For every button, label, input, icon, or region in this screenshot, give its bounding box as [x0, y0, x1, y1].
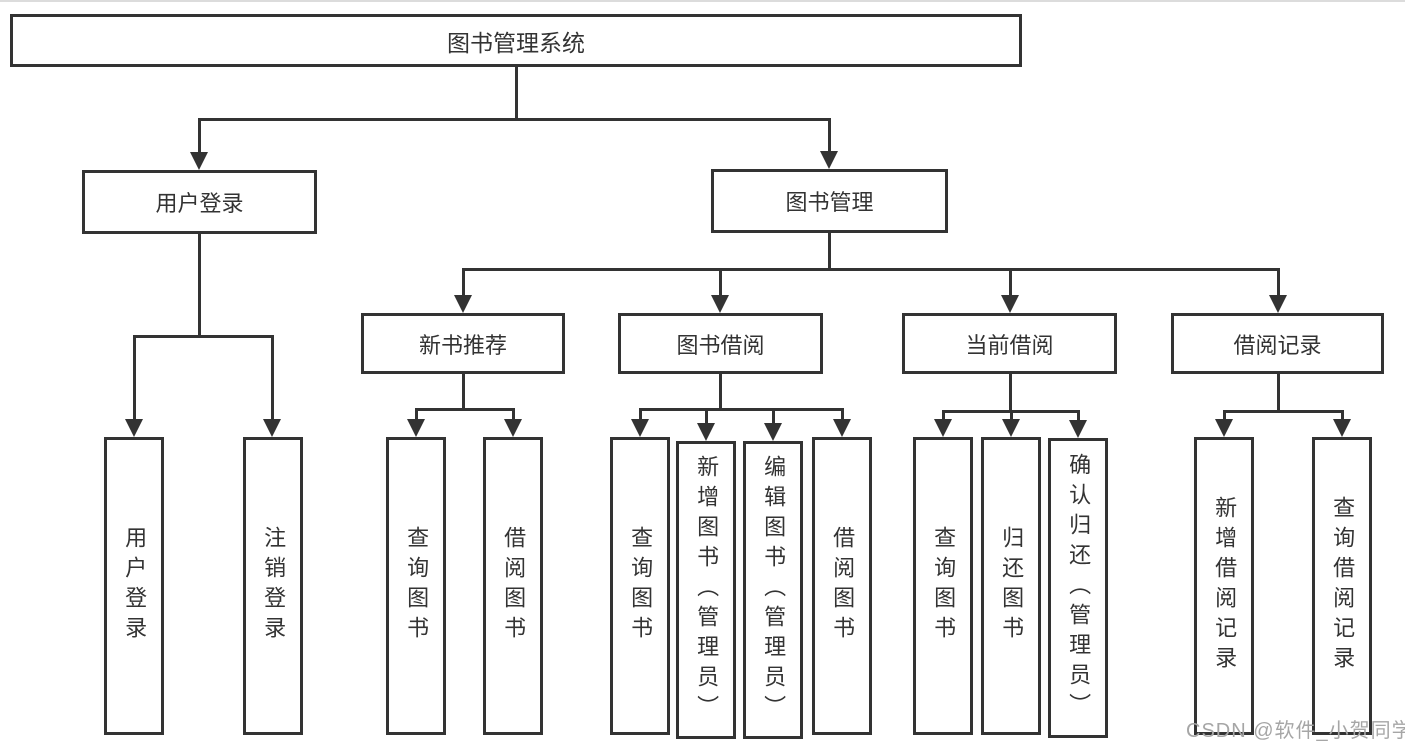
node-label: 归还图书: [999, 526, 1025, 646]
leaf-return-books: 归还图书: [981, 437, 1041, 735]
node-new-book-recommendation: 新书推荐: [361, 313, 565, 374]
connector-line: [1076, 411, 1080, 421]
connector-line: [704, 409, 708, 424]
arrow-down-icon: [631, 419, 649, 437]
connector-line: [718, 269, 722, 296]
connector-line: [461, 269, 465, 296]
connector-line: [511, 409, 515, 420]
leaf-query-books-borrowing: 查询图书: [610, 437, 670, 735]
arrow-down-icon: [934, 419, 952, 437]
node-label: 图书管理系统: [447, 29, 585, 56]
leaf-query-books-current: 查询图书: [913, 437, 973, 735]
arrow-down-icon: [125, 419, 143, 437]
connector-line: [827, 118, 831, 153]
connector-line: [414, 408, 515, 411]
connector-line: [638, 409, 642, 420]
arrow-down-icon: [1001, 295, 1019, 313]
node-user-login: 用户登录: [82, 170, 317, 234]
connector-line: [1340, 411, 1344, 420]
connector-line: [414, 409, 418, 420]
node-label: 用户登录: [155, 191, 244, 216]
node-label: 图书借阅: [676, 332, 765, 358]
connector-line: [1008, 269, 1012, 296]
leaf-add-borrow-record: 新增借阅记录: [1194, 437, 1254, 735]
connector-line: [1276, 374, 1280, 412]
node-label: 确认归还（管理员）: [1066, 453, 1092, 723]
image-top-edge-line: [0, 0, 1405, 2]
node-library-management-system: 图书管理系统: [10, 14, 1022, 67]
arrow-down-icon: [820, 151, 838, 169]
leaf-borrow-books-recommend: 借阅图书: [483, 437, 543, 735]
node-book-management: 图书管理: [711, 169, 948, 233]
connector-line: [638, 408, 844, 411]
connector-line: [270, 335, 274, 420]
node-borrowing-records: 借阅记录: [1171, 313, 1384, 374]
connector-line: [132, 335, 274, 338]
leaf-borrow-books-borrowing: 借阅图书: [812, 437, 872, 735]
connector-line: [1009, 411, 1013, 420]
node-label: 新增借阅记录: [1212, 496, 1238, 676]
arrow-down-icon: [504, 419, 522, 437]
node-label: 新书推荐: [418, 332, 507, 358]
arrow-down-icon: [711, 295, 729, 313]
arrow-down-icon: [263, 419, 281, 437]
connector-line: [1222, 410, 1344, 413]
arrow-down-icon: [1002, 419, 1020, 437]
node-label: 当前借阅: [965, 332, 1054, 358]
leaf-logout: 注销登录: [243, 437, 303, 735]
connector-line: [1008, 374, 1012, 412]
arrow-down-icon: [1333, 419, 1351, 437]
arrow-down-icon: [697, 423, 715, 441]
node-label: 新增图书（管理员）: [694, 455, 720, 725]
node-label: 借阅图书: [830, 526, 856, 646]
node-label: 图书管理: [785, 190, 874, 215]
arrow-down-icon: [407, 419, 425, 437]
leaf-query-borrow-record: 查询借阅记录: [1312, 437, 1372, 735]
connector-line: [132, 335, 136, 420]
node-label: 借阅图书: [501, 526, 527, 646]
connector-line: [461, 374, 465, 410]
connector-line: [514, 67, 518, 121]
connector-line: [1222, 411, 1226, 420]
node-book-borrowing: 图书借阅: [618, 313, 823, 374]
leaf-user-login: 用户登录: [104, 437, 164, 735]
connector-line: [941, 411, 945, 420]
node-current-borrowing: 当前借阅: [902, 313, 1117, 374]
connector-line: [197, 234, 201, 337]
connector-line: [1276, 269, 1280, 296]
connector-line: [197, 118, 201, 153]
connector-line: [771, 409, 775, 424]
arrow-down-icon: [454, 295, 472, 313]
connector-line: [941, 410, 1080, 413]
arrow-down-icon: [833, 419, 851, 437]
arrow-down-icon: [764, 423, 782, 441]
node-label: 借阅记录: [1233, 332, 1322, 358]
connector-line: [840, 409, 844, 420]
leaf-confirm-return-admin: 确认归还（管理员）: [1048, 438, 1108, 738]
node-label: 查询图书: [931, 526, 957, 646]
connector-line: [827, 233, 831, 270]
node-label: 编辑图书（管理员）: [761, 455, 787, 725]
leaf-query-books-recommend: 查询图书: [386, 437, 446, 735]
node-label: 查询图书: [628, 526, 654, 646]
node-label: 注销登录: [261, 526, 287, 646]
node-label: 查询图书: [404, 526, 430, 646]
arrow-down-icon: [1215, 419, 1233, 437]
connector-line: [461, 268, 1280, 271]
node-label: 用户登录: [122, 526, 148, 646]
connector-line: [718, 374, 722, 410]
csdn-watermark: CSDN @软件_小贺同学: [1186, 720, 1405, 742]
arrow-down-icon: [1269, 295, 1287, 313]
leaf-add-book-admin: 新增图书（管理员）: [676, 441, 736, 739]
node-label: 查询借阅记录: [1330, 496, 1356, 676]
connector-line: [197, 118, 831, 121]
arrow-down-icon: [190, 152, 208, 170]
arrow-down-icon: [1069, 420, 1087, 438]
leaf-edit-book-admin: 编辑图书（管理员）: [743, 441, 803, 739]
